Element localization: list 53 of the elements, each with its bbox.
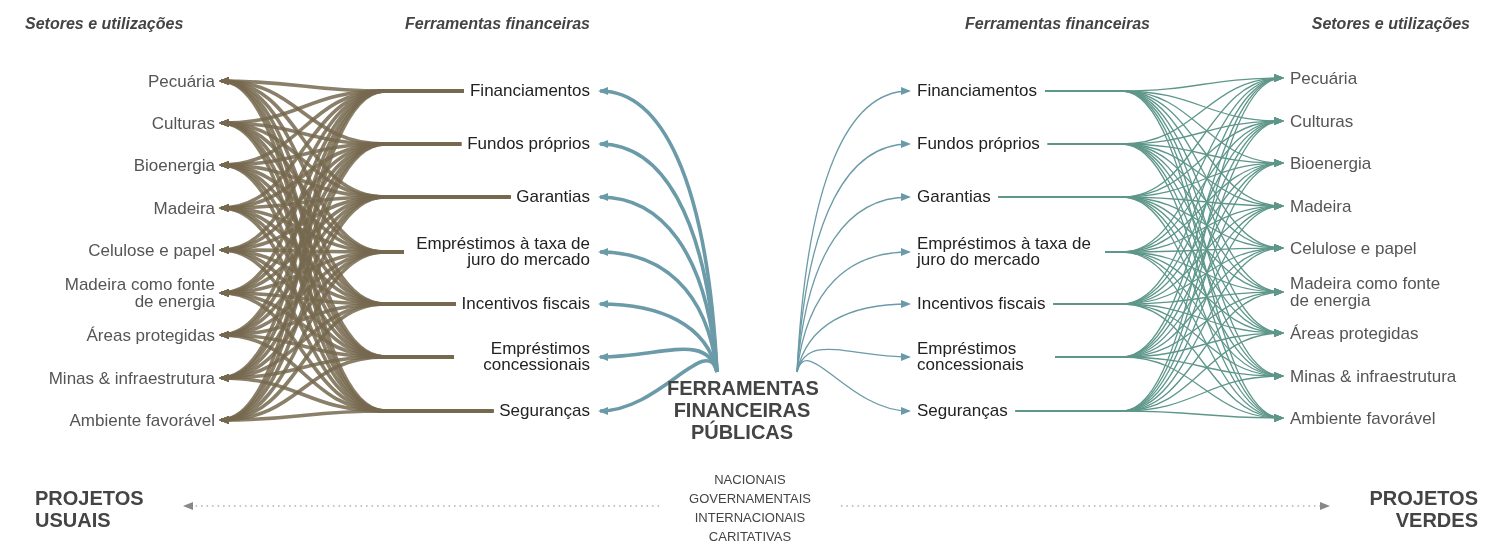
tool-label: Empréstimos à taxa de juro do mercado: [917, 236, 1097, 268]
tool-label: Incentivos fiscais: [461, 296, 590, 312]
tool-label: Incentivos fiscais: [917, 296, 1046, 312]
sector-label: Celulose e papel: [88, 241, 215, 259]
sector-label: Madeira como fonte de energia: [55, 276, 215, 310]
sector-label: Madeira: [1290, 197, 1352, 215]
list-item: CARITATIVAS: [708, 528, 792, 546]
list-item: NACIONAIS: [714, 471, 786, 489]
sector-label: Áreas protegidas: [1290, 324, 1419, 342]
tool-label: Seguranças: [499, 403, 590, 419]
arrow: [598, 248, 719, 373]
sector-label: Culturas: [1290, 112, 1354, 130]
sector-label: Áreas protegidas: [86, 326, 215, 344]
tool-label: Garantias: [917, 189, 991, 205]
sector-label: Culturas: [151, 114, 215, 132]
sector-label: Ambiente favorável: [1290, 409, 1436, 427]
tool-label: Empréstimos concessionais: [917, 341, 1047, 373]
tool-label: Fundos próprios: [467, 136, 590, 152]
arrow: [1015, 410, 1284, 422]
arrow: [796, 360, 911, 415]
arrow: [796, 193, 911, 373]
tool-label: Empréstimos à taxa de juro do mercado: [410, 236, 590, 268]
list-item: INTERNACIONAIS: [694, 509, 806, 527]
arrow: [796, 88, 911, 373]
sector-label: Bioenergia: [133, 156, 215, 174]
tool-label: Financiamentos: [917, 83, 1037, 99]
tool-label: Empréstimos concessionais: [460, 341, 590, 373]
tool-label: Garantias: [516, 189, 590, 205]
center-title: FERRAMENTAS FINANCEIRAS PÚBLICAS: [667, 377, 817, 443]
sector-label: Bioenergia: [1290, 154, 1372, 172]
arrow: [598, 359, 719, 415]
sector-label: Madeira: [153, 199, 215, 217]
dotted-arrow: [840, 502, 1330, 510]
project-label: PROJETOS USUAIS: [35, 487, 145, 531]
sector-label: Minas & infraestrutura: [48, 369, 215, 387]
project-label: PROJETOS VERDES: [1368, 487, 1478, 531]
sector-label: Ambiente favorável: [69, 411, 215, 429]
arrow: [219, 409, 494, 424]
sector-label: Pecuária: [1290, 69, 1358, 87]
list-item: GOVERNAMENTAIS: [689, 490, 811, 508]
arrow: [598, 193, 719, 373]
column-heading: Ferramentas financeiras: [964, 14, 1150, 34]
column-heading: Ferramentas financeiras: [404, 14, 590, 34]
sector-label: Madeira como fonte de energia: [1290, 275, 1450, 309]
tool-label: Seguranças: [917, 403, 1008, 419]
column-heading: Setores e utilizações: [1310, 14, 1470, 34]
sector-label: Celulose e papel: [1290, 239, 1417, 257]
sector-label: Minas & infraestrutura: [1290, 367, 1457, 385]
sector-label: Pecuária: [147, 72, 215, 90]
dotted-arrow: [183, 502, 660, 510]
tool-label: Fundos próprios: [917, 136, 1040, 152]
tool-label: Financiamentos: [470, 83, 590, 99]
column-heading: Setores e utilizações: [25, 14, 185, 34]
